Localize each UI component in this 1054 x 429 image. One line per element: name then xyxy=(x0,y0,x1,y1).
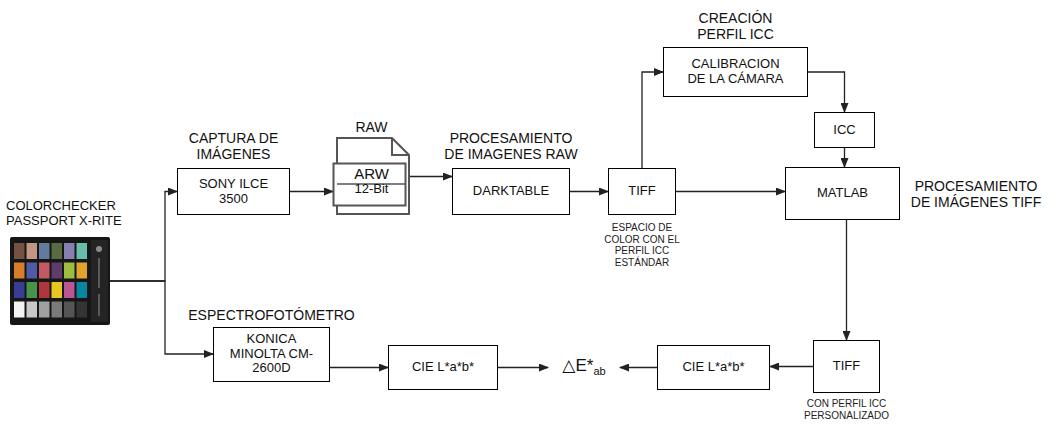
color-patch xyxy=(77,282,88,298)
flow-arrow xyxy=(676,191,785,192)
color-patch xyxy=(52,282,63,298)
color-patch xyxy=(77,302,88,318)
color-patch xyxy=(14,243,25,259)
symbol-line: △E*ab xyxy=(562,356,605,378)
symbol-label: △E* xyxy=(562,356,593,375)
flow-arrow xyxy=(410,176,452,177)
note-label: ESPACIO DE COLOR CON EL PERFIL ICC ESTÁN… xyxy=(600,222,685,268)
heading-label: RAW xyxy=(342,119,402,135)
node-label: MATLAB xyxy=(817,186,868,201)
image-node: COLORCHECKER PASSPORT X-RITE xyxy=(10,237,110,325)
flow-arrow xyxy=(620,367,657,368)
process-box: TIFFESPACIO DE COLOR CON EL PERFIL ICC E… xyxy=(608,168,676,215)
node-label: TIFF xyxy=(833,359,860,374)
node-label: TIFF xyxy=(628,184,655,199)
note-label: CON PERFIL ICC PERSONALIZADO xyxy=(799,398,894,421)
color-patch xyxy=(64,282,75,298)
color-patch xyxy=(52,243,63,259)
node-content: TIFF xyxy=(833,359,860,374)
color-patch xyxy=(64,263,75,279)
flow-arrow xyxy=(110,192,177,282)
node-label: SONY ILCE 3500 xyxy=(194,177,274,207)
node-content: CALIBRACION DE LA CÁMARA xyxy=(684,57,787,87)
node-label: CIE L*a*b* xyxy=(682,360,744,375)
node-content: CIE L*a*b* xyxy=(682,360,744,375)
flow-arrow xyxy=(770,366,813,367)
card-mark xyxy=(98,294,100,316)
process-box: CALIBRACION DE LA CÁMARACREACIÓN PERFIL … xyxy=(663,47,808,97)
flow-arrow xyxy=(846,220,847,340)
flow-arrow xyxy=(808,72,845,112)
node-content: SONY ILCE 3500 xyxy=(194,177,274,207)
flow-arrow xyxy=(290,191,333,192)
color-patch xyxy=(27,302,38,318)
color-patch xyxy=(27,263,38,279)
heading-label: ESPECTROFOTÓMETRO xyxy=(188,307,354,323)
node-label: ARW xyxy=(354,165,389,182)
color-patches xyxy=(14,243,87,318)
file-fold xyxy=(392,138,409,155)
colorchecker-card xyxy=(10,237,110,325)
flow-arrow xyxy=(570,191,608,192)
flow-arrow xyxy=(498,367,548,368)
file-node: ARW12-BitRAW xyxy=(333,138,410,215)
color-patch xyxy=(64,243,75,259)
color-patch xyxy=(27,282,38,298)
color-patch xyxy=(39,243,50,259)
node-content: TIFF xyxy=(628,184,655,199)
node-label: DARKTABLE xyxy=(473,184,549,199)
color-patch xyxy=(14,302,25,318)
color-patch xyxy=(39,282,50,298)
flow-arrow xyxy=(642,72,663,168)
process-box: TIFFCON PERFIL ICC PERSONALIZADO xyxy=(813,340,880,393)
color-patch xyxy=(77,263,88,279)
result-node: △E*ab xyxy=(548,352,620,382)
color-patch xyxy=(52,263,63,279)
file-band xyxy=(334,164,406,206)
process-box: CIE L*a*b* xyxy=(388,345,498,390)
heading-label: PROCESAMIENTO DE IMAGENES RAW xyxy=(441,130,581,162)
process-box: SONY ILCE 3500CAPTURA DE IMÁGENES xyxy=(177,168,290,215)
node-content: ARW12-Bit xyxy=(354,165,389,197)
color-patch xyxy=(27,243,38,259)
flow-arrow xyxy=(844,148,845,167)
flow-arrow xyxy=(330,367,388,368)
node-content: CIE L*a*b* xyxy=(412,360,474,375)
node-content: △E*ab xyxy=(562,356,605,378)
color-patch xyxy=(64,302,75,318)
node-content: MATLAB xyxy=(817,186,868,201)
color-patch xyxy=(39,302,50,318)
card-logo xyxy=(96,246,102,252)
node-label: CALIBRACION DE LA CÁMARA xyxy=(684,57,787,87)
process-box: CIE L*a*b* xyxy=(657,345,770,390)
process-box: KONICA MINOLTA CM-2600DESPECTROFOTÓMETRO xyxy=(213,327,330,382)
node-label: 12-Bit xyxy=(355,182,389,197)
process-box: DARKTABLEPROCESAMIENTO DE IMAGENES RAW xyxy=(452,168,570,215)
color-patch xyxy=(77,243,88,259)
color-patch xyxy=(52,302,63,318)
node-label: ICC xyxy=(833,123,855,138)
card-strip xyxy=(91,240,108,322)
symbol-subscript: ab xyxy=(593,365,605,377)
process-box: ICC xyxy=(814,112,875,148)
heading-label: COLORCHECKER PASSPORT X-RITE xyxy=(6,199,126,229)
color-patch xyxy=(39,263,50,279)
node-label: KONICA MINOLTA CM-2600D xyxy=(227,332,317,377)
note-label: PROCESAMIENTO DE IMÁGENES TIFF xyxy=(907,177,1045,209)
node-content: ICC xyxy=(833,123,855,138)
color-patch xyxy=(14,263,25,279)
heading-label: CREACIÓN PERFIL ICC xyxy=(686,10,786,42)
card-mark xyxy=(98,258,100,288)
color-patch xyxy=(14,282,25,298)
heading-label: CAPTURA DE IMÁGENES xyxy=(174,130,294,162)
node-content: DARKTABLE xyxy=(473,184,549,199)
node-label: CIE L*a*b* xyxy=(412,360,474,375)
process-box: MATLABPROCESAMIENTO DE IMÁGENES TIFF xyxy=(785,167,900,220)
node-content: KONICA MINOLTA CM-2600D xyxy=(227,332,317,377)
